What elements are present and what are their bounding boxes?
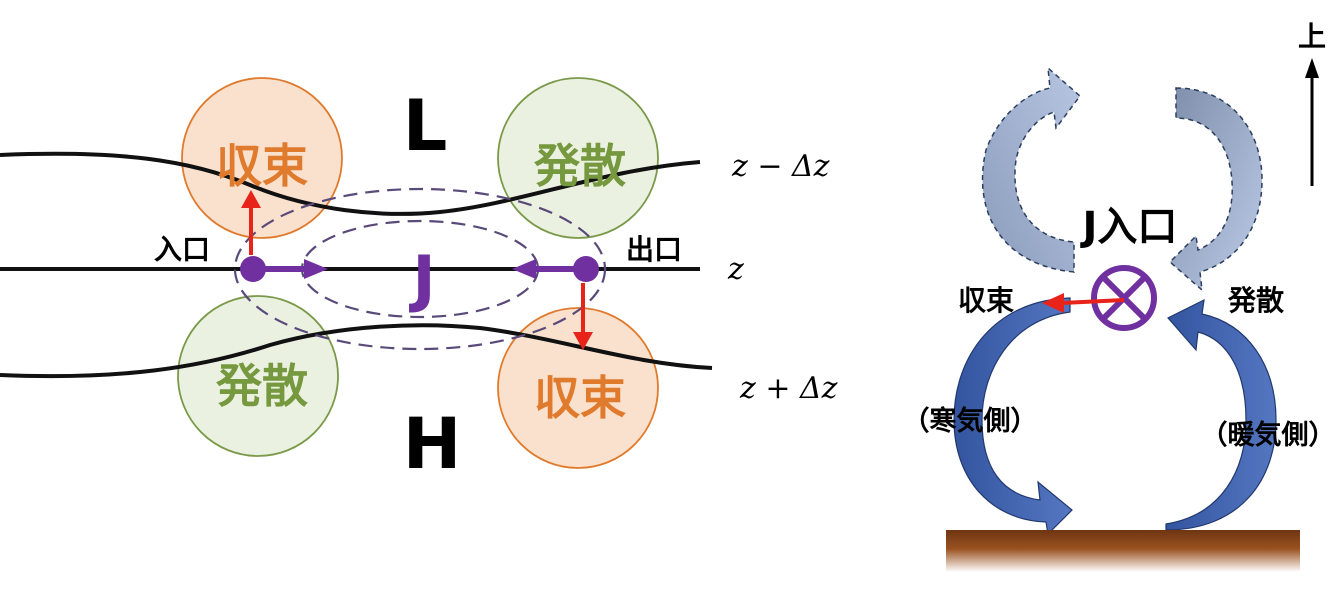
cold-side-label: （寒気側） [903,405,1038,437]
exit-label: 出口 [626,233,682,266]
entrance-purple-arrowhead [304,259,328,279]
up-axis-arrowhead [1305,58,1319,78]
convergence-label-bottom-right: 収束 [534,371,626,425]
convergence-circle-top-left [181,77,343,239]
up-label: 上 [1298,20,1326,53]
contour-upper [0,151,701,216]
convergence-red-arrowhead [1042,293,1064,313]
convergence-circle-bottom-right [497,307,659,469]
exit-red-arrowhead [573,332,593,350]
right-convergence-label: 収束 [958,284,1014,317]
divergence-label-bottom-left: 発散 [216,359,308,413]
jet-label: J [408,242,435,315]
upper-right-circulation-arrow [1168,87,1263,292]
level-label-lower: z + Δz [739,371,838,406]
entrance-point [240,256,266,282]
warm-side-label: （暖気側） [1201,419,1336,451]
level-label-middle: z [727,252,744,287]
contour-lower [0,323,713,379]
entrance-red-arrowhead [241,190,261,208]
warm-side-circulation-arrow [1165,298,1277,531]
upper-left-circulation-arrow [981,66,1082,273]
jet-entrance-label: J入口 [1080,204,1178,250]
low-pressure-label: L [403,85,448,167]
jet-outer-ellipse [233,187,607,351]
exit-point [573,256,599,282]
right-divergence-label: 発散 [1227,284,1284,317]
jet-streak-plan-view: 収束 発散 発散 収束 L H J 入口 出口 z − Δz z z + Δz [0,77,838,485]
cold-side-circulation-arrow [953,297,1073,536]
exit-purple-arrowhead [512,259,536,279]
entrance-label: 入口 [154,233,210,266]
high-pressure-label: H [403,403,462,485]
convergence-label-top-left: 収束 [216,139,308,193]
jet-into-page-cross-b [1100,274,1148,322]
ground [946,530,1300,572]
jet-entrance-cross-section: 上 J入口 収束 発散 （寒気側） （暖気側） [903,20,1336,572]
convergence-red-arrow [1061,298,1125,305]
divergence-circle-top-right [497,77,659,239]
level-label-upper: z − Δz [731,149,830,184]
divergence-label-top-right: 発散 [534,139,626,193]
